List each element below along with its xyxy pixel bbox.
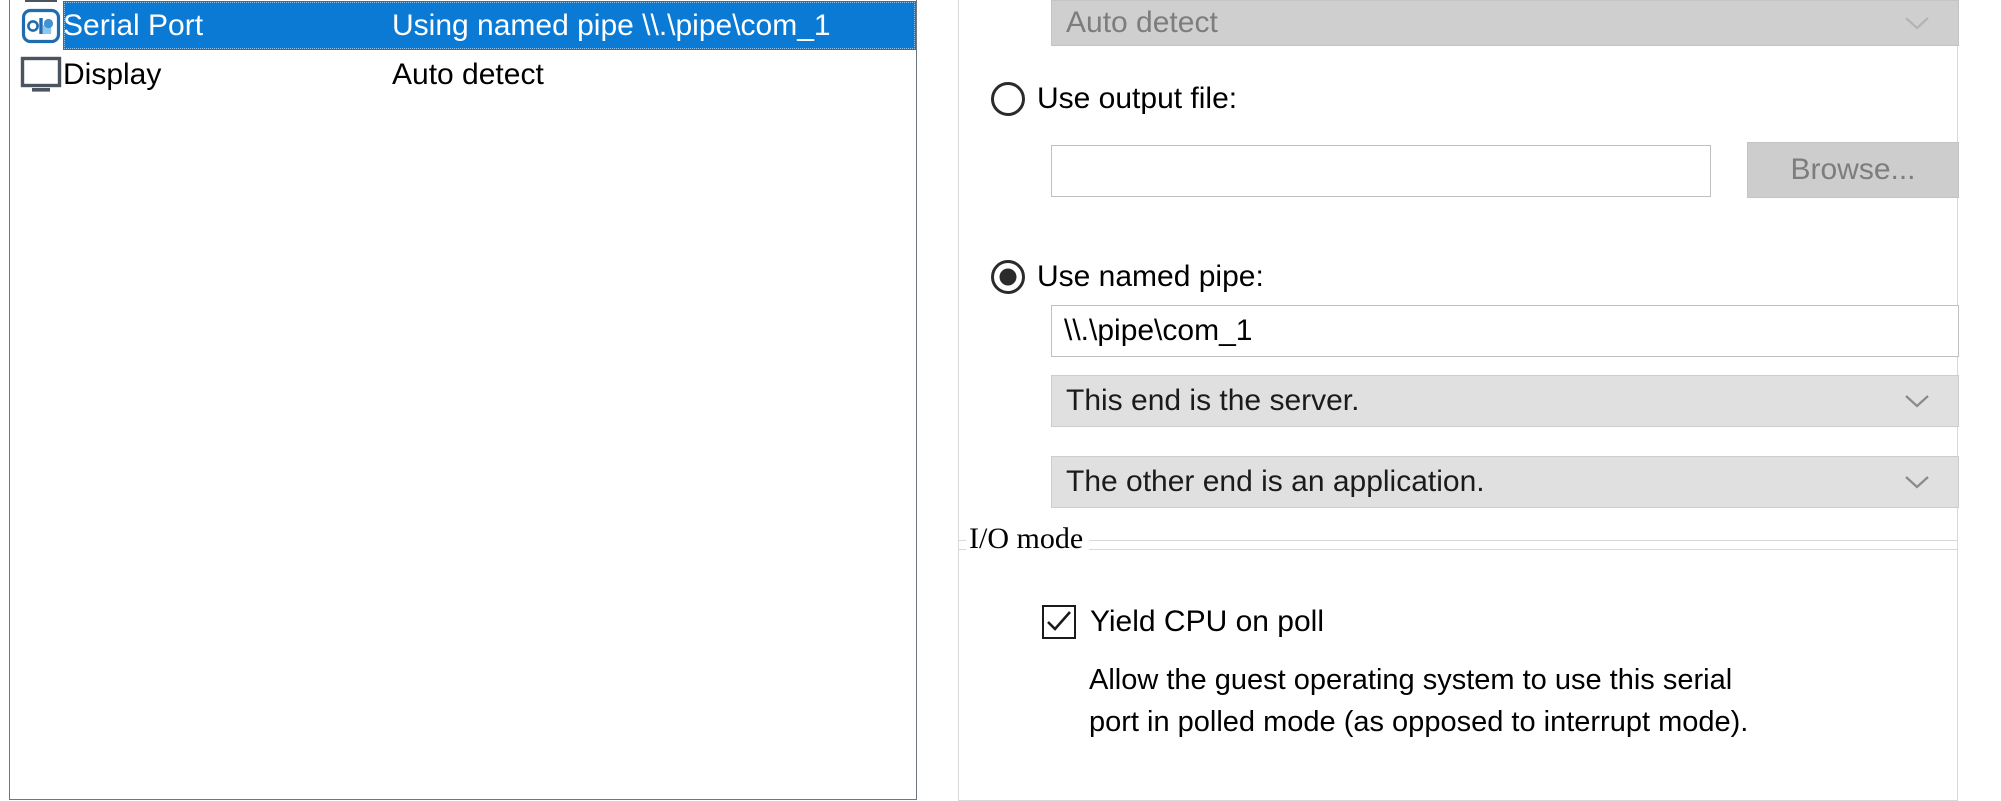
- device-list-panel[interactable]: Serial Port Using named pipe \\.\pipe\co…: [9, 0, 917, 800]
- use-output-file-radio-label: Use output file:: [1037, 82, 1238, 115]
- device-icon-partial: [19, 0, 63, 9]
- display-monitor-icon: [19, 53, 63, 97]
- browse-button[interactable]: Browse...: [1747, 142, 1959, 198]
- use-named-pipe-radio[interactable]: Use named pipe:: [991, 260, 1264, 294]
- list-item-label: Display: [63, 57, 162, 91]
- other-end-type-select[interactable]: The other end is an application.: [1051, 456, 1959, 508]
- list-item-serial-port[interactable]: Serial Port Using named pipe \\.\pipe\co…: [10, 1, 916, 50]
- list-item-summary: Auto detect: [392, 57, 544, 91]
- use-named-pipe-radio-label: Use named pipe:: [1037, 260, 1264, 293]
- list-item-summary: Using named pipe \\.\pipe\com_1: [392, 8, 831, 42]
- list-item-display[interactable]: Display Auto detect: [10, 50, 916, 99]
- use-output-file-radio[interactable]: Use output file:: [991, 82, 1237, 116]
- io-mode-group-box: I/O mode Yield CPU on poll Allow the gue…: [958, 521, 1958, 801]
- named-pipe-path-input[interactable]: \\.\pipe\com_1: [1051, 305, 1959, 357]
- pipe-end-role-select-value: This end is the server.: [1066, 385, 1360, 417]
- yield-cpu-description: Allow the guest operating system to use …: [1089, 664, 1749, 738]
- radio-indicator-named-pipe: [991, 260, 1025, 294]
- other-end-type-select-value: The other end is an application.: [1066, 466, 1485, 498]
- output-file-path-input[interactable]: [1051, 145, 1711, 197]
- list-item-serial-port-body[interactable]: Serial Port Using named pipe \\.\pipe\co…: [63, 1, 916, 50]
- chevron-down-icon: [1900, 465, 1934, 499]
- auto-detect-select-value: Auto detect: [1066, 7, 1218, 39]
- list-item-display-body[interactable]: Display Auto detect: [63, 50, 916, 99]
- list-item-label: Serial Port: [63, 8, 204, 42]
- settings-pane: Auto detect Use output file: Browse... U…: [958, 0, 1959, 801]
- io-mode-group-legend: I/O mode: [966, 521, 1090, 557]
- radio-indicator-output-file: [991, 82, 1025, 116]
- yield-cpu-on-poll-label: Yield CPU on poll: [1090, 605, 1325, 638]
- auto-detect-select[interactable]: Auto detect: [1051, 0, 1959, 46]
- yield-cpu-on-poll-checkbox[interactable]: Yield CPU on poll: [1042, 605, 1324, 639]
- serial-port-icon: [19, 4, 63, 48]
- list-item-partial-above[interactable]: [10, 0, 916, 2]
- checkmark-icon: [1042, 605, 1076, 639]
- chevron-down-icon: [1900, 6, 1934, 40]
- pipe-end-role-select[interactable]: This end is the server.: [1051, 375, 1959, 427]
- chevron-down-icon: [1900, 384, 1934, 418]
- connection-group-box: Auto detect Use output file: Browse... U…: [958, 0, 1959, 550]
